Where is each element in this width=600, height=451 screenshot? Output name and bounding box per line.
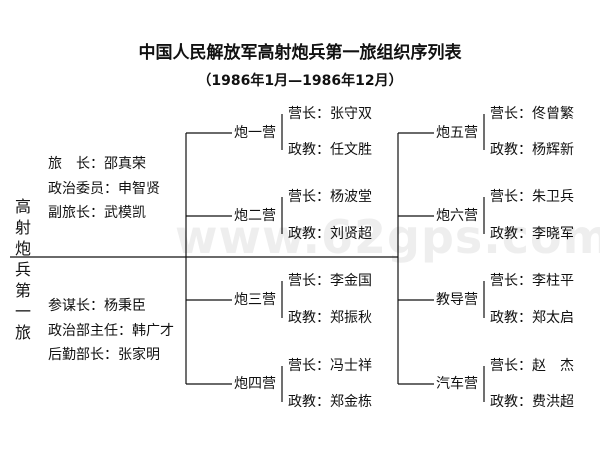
battalion-name: 炮二营 (234, 208, 276, 224)
battalion-name: 教导营 (436, 292, 478, 308)
battalion-commander: 营长：赵 杰 (490, 358, 574, 374)
battalion-commander: 营长：朱卫兵 (490, 189, 574, 205)
battalion-commander: 营长：冯士祥 (288, 358, 372, 374)
battalion-commander: 营长：李柱平 (490, 273, 574, 289)
brigade-leader: 副旅长：武模凯 (48, 205, 146, 221)
battalion-name: 炮一营 (234, 125, 276, 141)
battalion-instructor: 政教：郑金栋 (288, 394, 372, 410)
battalion-name: 炮五营 (436, 125, 478, 141)
battalion-instructor: 政教：任文胜 (288, 142, 372, 158)
chart-subtitle: （1986年1月—1986年12月） (197, 73, 403, 89)
battalion-instructor: 政教：费洪超 (490, 394, 574, 410)
battalion-name: 炮四营 (234, 376, 276, 392)
brigade-char: 一 (14, 302, 31, 321)
battalion-name: 炮六营 (436, 208, 478, 224)
battalion-instructor: 政教：郑太启 (490, 310, 574, 326)
watermark: www.62gps.com (175, 210, 600, 264)
chart-title: 中国人民解放军高射炮兵第一旅组织序列表 (138, 43, 462, 63)
battalion-name: 炮三营 (234, 292, 276, 308)
battalion-instructor: 政教：郑振秋 (288, 310, 372, 326)
battalion-instructor: 政教：杨辉新 (490, 142, 574, 158)
battalion-commander: 营长：杨波堂 (288, 189, 372, 205)
battalion-instructor: 政教：李晓军 (490, 226, 574, 242)
battalion-commander: 营长：李金国 (288, 273, 372, 289)
staff-member: 参谋长：杨秉臣 (48, 298, 146, 314)
brigade-char: 高 (14, 197, 31, 216)
brigade-name-vertical: 高 射 炮 兵 第 一 旅 (12, 196, 34, 343)
battalion-commander: 营长：张守双 (288, 106, 372, 122)
brigade-char: 兵 (14, 260, 31, 279)
brigade-leader: 政治委员：申智贤 (48, 181, 160, 197)
brigade-leader: 旅 长：邵真荣 (48, 156, 146, 172)
battalion-commander: 营长：佟曾繁 (490, 106, 574, 122)
battalion-instructor: 政教：刘贤超 (288, 226, 372, 242)
brigade-char: 第 (14, 281, 31, 300)
brigade-char: 旅 (14, 323, 31, 342)
battalion-name: 汽车营 (436, 376, 478, 392)
staff-member: 政治部主任：韩广才 (48, 323, 174, 339)
staff-member: 后勤部长：张家明 (48, 347, 160, 363)
brigade-char: 炮 (14, 239, 31, 258)
brigade-char: 射 (14, 218, 31, 237)
